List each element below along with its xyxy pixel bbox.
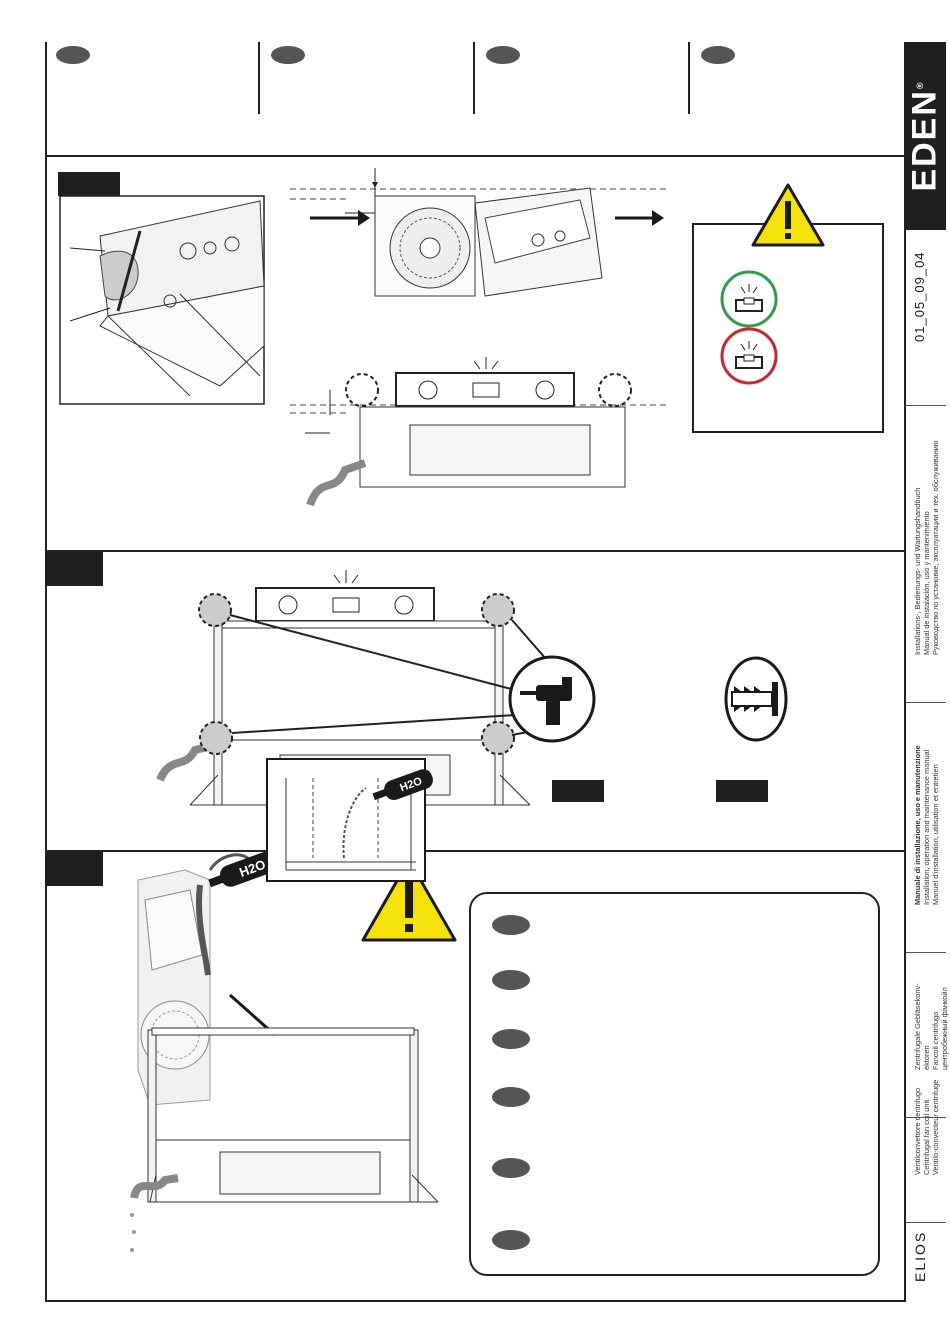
- unit-back-illustration: [59, 195, 265, 405]
- level-wrong-icon: [720, 327, 778, 385]
- manual-title-block-1: Installations-, Bedienungs- und Wartungs…: [913, 440, 940, 655]
- lang-column-divider: [473, 42, 475, 114]
- language-flag-icon: [492, 1087, 530, 1107]
- section-divider-1: [45, 155, 904, 157]
- manual-title-block-2: Manuale di installazione, uso e manutenz…: [913, 745, 940, 905]
- language-flag-icon: [492, 1158, 530, 1178]
- product-name-block-2: Ventilconvettore centrifugo Centrifugal …: [913, 1079, 940, 1175]
- brand-name: EDEN: [905, 89, 944, 192]
- product-name-block-1: Zentrifugale Gebläsekonv- ektoren Fancoi…: [913, 983, 949, 1070]
- step-tab-1: [58, 172, 120, 196]
- wall-plug-label-tag: [716, 780, 768, 802]
- document-code: 01_05_09_04: [912, 251, 927, 342]
- sidebar: [904, 42, 946, 1300]
- language-flag-icon: [492, 1230, 530, 1250]
- drill-label-tag: [552, 780, 604, 802]
- water-bottle-icon: H2O: [208, 851, 277, 888]
- warning-triangle-icon: [361, 858, 457, 942]
- step-tab-3: [45, 852, 103, 886]
- section-divider-2: [45, 550, 904, 552]
- warning-triangle-icon: [751, 183, 825, 247]
- lang-column-divider: [688, 42, 690, 114]
- level-ok-icon: [720, 270, 778, 328]
- instructions-notes-box: [469, 892, 880, 1276]
- step-tab-2: [45, 552, 103, 586]
- language-flag-icon: [486, 46, 520, 64]
- language-flag-icon: [492, 915, 530, 935]
- language-flag-icon: [492, 1029, 530, 1049]
- drain-pan-section-view: [130, 1027, 439, 1252]
- fan-unit-level-front-view: [290, 357, 670, 507]
- language-flag-icon: [701, 46, 735, 64]
- language-flag-icon: [271, 46, 305, 64]
- water-bottle-icon: H2O: [372, 769, 433, 801]
- fan-unit-side-view: [290, 168, 670, 297]
- page-frame: [45, 42, 906, 1302]
- drill-icon: [508, 655, 596, 743]
- language-flag-icon: [56, 46, 90, 64]
- lang-column-divider: [258, 42, 260, 114]
- section-divider-3: [45, 850, 904, 852]
- registered-mark: ®: [915, 80, 926, 90]
- brand-logo: EDEN®: [904, 42, 946, 230]
- model-name: ELIOS: [912, 1230, 928, 1282]
- language-flag-icon: [492, 970, 530, 990]
- wall-plug-icon: [724, 656, 788, 742]
